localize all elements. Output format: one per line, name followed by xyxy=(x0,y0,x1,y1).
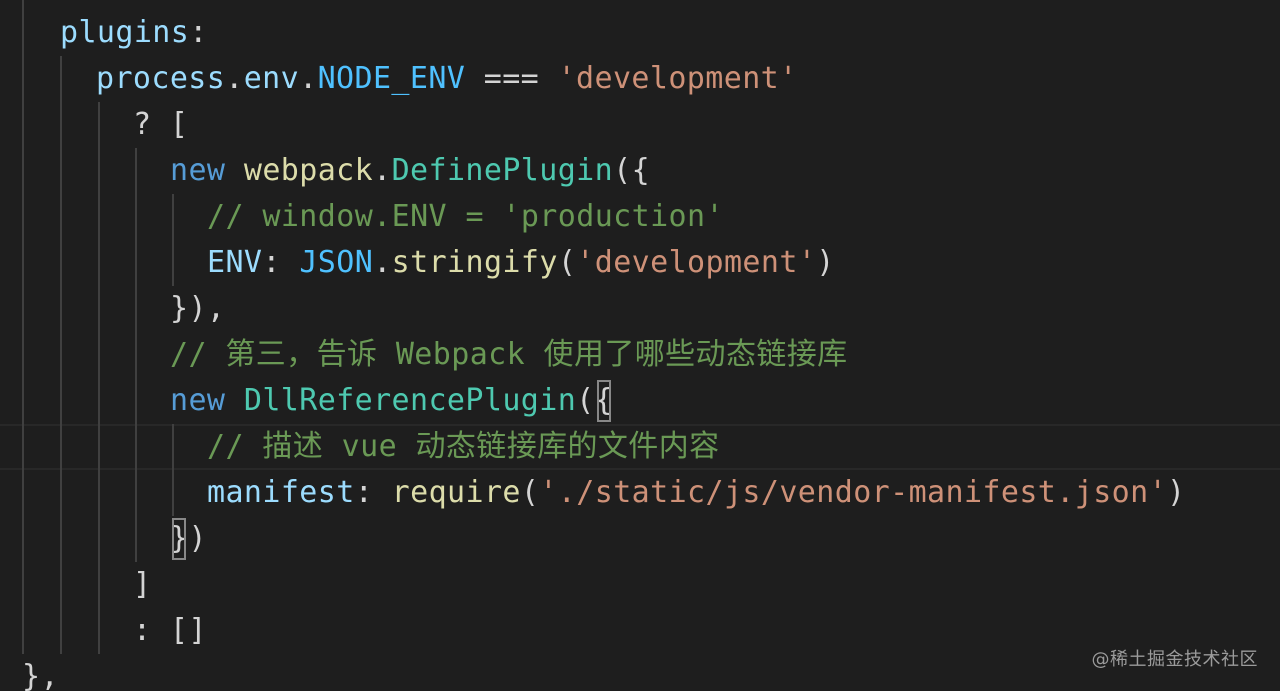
code-token: ({ xyxy=(613,153,651,188)
code-token xyxy=(225,383,243,418)
code-token: : xyxy=(354,475,392,510)
code-line[interactable]: manifest: require('./static/js/vendor-ma… xyxy=(207,470,1186,516)
code-line[interactable]: // window.ENV = 'production' xyxy=(207,194,724,240)
indent-guide xyxy=(172,424,174,516)
code-token: manifest xyxy=(207,475,355,510)
watermark: @稀土掘金技术社区 xyxy=(1091,649,1258,670)
code-line[interactable]: // 描述 vue 动态链接库的文件内容 xyxy=(207,424,720,470)
code-token: DefinePlugin xyxy=(391,153,614,188)
code-token: === xyxy=(465,61,558,96)
code-line[interactable]: : [] xyxy=(133,608,207,654)
indent-guide xyxy=(172,194,174,286)
code-token: ENV xyxy=(207,245,263,280)
code-token: // 第三，告诉 Webpack 使用了哪些动态链接库 xyxy=(170,337,848,372)
code-token: : [] xyxy=(133,613,207,648)
code-line[interactable]: ] xyxy=(133,562,151,608)
code-token: }), xyxy=(170,291,226,326)
code-token: }, xyxy=(22,659,59,691)
code-line[interactable]: ? [ xyxy=(133,102,188,148)
code-token: NODE_ENV xyxy=(317,61,466,96)
current-line-highlight xyxy=(0,424,1280,470)
code-token: . xyxy=(225,61,244,96)
code-token: 'development' xyxy=(557,61,798,96)
code-token: process xyxy=(96,61,226,96)
code-line[interactable]: process.env.NODE_ENV === 'development' xyxy=(96,56,798,102)
code-line[interactable]: }), xyxy=(170,286,225,332)
code-token: ( xyxy=(576,383,595,418)
code-token: plugins xyxy=(60,15,190,50)
matched-bracket: } xyxy=(170,516,188,562)
code-token: ) xyxy=(1167,475,1186,510)
code-token: . xyxy=(373,153,392,188)
code-token: DllReferencePlugin xyxy=(243,383,577,418)
code-line[interactable]: plugins: xyxy=(60,10,208,56)
code-line[interactable]: // 第三，告诉 Webpack 使用了哪些动态链接库 xyxy=(170,332,848,378)
matched-bracket: { xyxy=(595,378,613,424)
code-line[interactable]: }) xyxy=(170,516,207,562)
code-token: ( xyxy=(557,245,577,280)
code-token: require xyxy=(391,475,521,510)
indent-guide xyxy=(60,56,62,654)
code-token: ? [ xyxy=(133,107,189,142)
indent-guide xyxy=(135,148,137,562)
code-token: new xyxy=(170,153,226,188)
code-token: new xyxy=(170,383,226,418)
code-token: : xyxy=(262,245,300,280)
code-token: 'development' xyxy=(576,245,817,280)
code-token: './static/js/vendor-manifest.json' xyxy=(539,475,1168,510)
code-token: ) xyxy=(816,245,835,280)
code-token: ( xyxy=(520,475,540,510)
code-line[interactable]: }, xyxy=(22,654,59,691)
code-line[interactable]: ENV: JSON.stringify('development') xyxy=(207,240,835,286)
code-token: : xyxy=(189,15,208,50)
code-line[interactable]: new DllReferencePlugin({ xyxy=(170,378,613,424)
code-token: webpack xyxy=(243,153,374,188)
code-token: JSON xyxy=(299,245,374,280)
code-token: env xyxy=(243,61,300,96)
code-line[interactable]: new webpack.DefinePlugin({ xyxy=(170,148,650,194)
code-token: . xyxy=(299,61,318,96)
code-token xyxy=(225,153,243,188)
indent-guide xyxy=(98,102,100,654)
indent-guide xyxy=(22,0,24,654)
code-token: ) xyxy=(188,521,207,556)
code-token: . xyxy=(373,245,392,280)
code-token: stringify xyxy=(391,245,558,280)
code-token: // window.ENV = 'production' xyxy=(207,199,724,234)
code-token: // 描述 vue 动态链接库的文件内容 xyxy=(207,429,720,464)
code-token: ] xyxy=(133,567,152,602)
